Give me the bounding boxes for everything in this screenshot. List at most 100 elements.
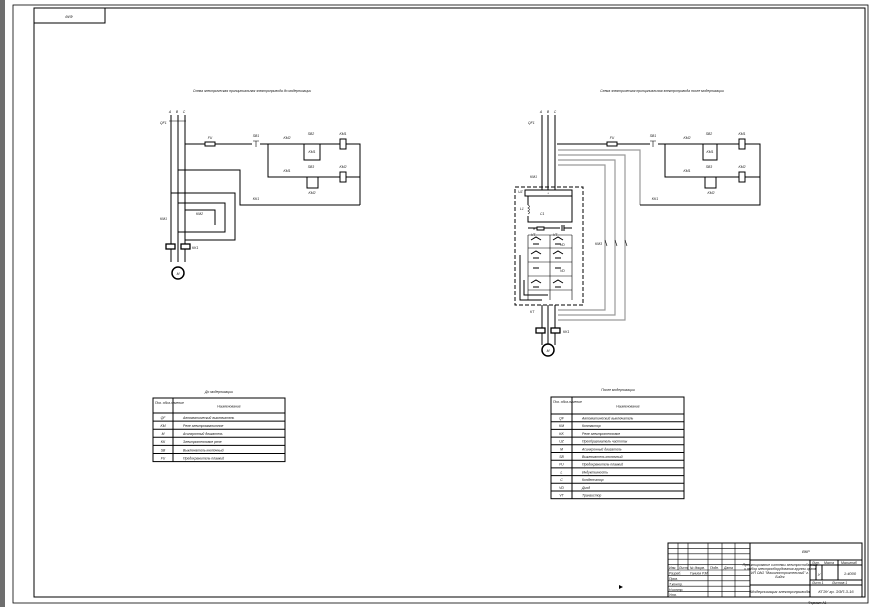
table-header-code: Поз. обоз-начение (155, 401, 184, 405)
kk1-heater-c (180, 243, 191, 250)
phase-a: A (168, 110, 172, 114)
fu-after-label: FU (610, 136, 615, 140)
table-header-name: Наименование (217, 405, 241, 409)
sheets-total: Листов 1 (831, 581, 847, 585)
svg-text:VD: VD (560, 269, 565, 273)
window-edge (0, 0, 5, 607)
scale-header: Масштаб (841, 561, 857, 565)
project-line-1: Проектирование системы электроснабжения (743, 563, 818, 567)
table-cell-code: SB (161, 448, 166, 452)
project-line-4: Бийск (775, 575, 785, 579)
motor-after-icon (541, 343, 555, 357)
qf-label: QF1 (160, 121, 167, 125)
table-cell-code: FU (161, 456, 166, 460)
kk1-heater-a (165, 243, 176, 250)
outer-frame (12, 4, 869, 604)
role-ncontrol: Н.контр. (669, 588, 683, 592)
circuit-before: Схема электрическая принципиальная элект… (160, 89, 361, 280)
fuse-symbol (204, 141, 216, 147)
km1-power-label: KM1 (160, 217, 167, 221)
title-block: ВКР Проектирование системы электроснабже… (667, 542, 863, 598)
kk1-label: KK1 (192, 246, 199, 250)
km1-after-power-label: KM1 (530, 175, 537, 179)
frequency-converter-box (514, 186, 584, 306)
km1-after-contact: KM1 (684, 169, 691, 173)
table-cell-name: Диод (581, 486, 590, 490)
doc-type: ВКР (802, 549, 810, 554)
table-cell-code: KM (160, 424, 165, 428)
developer-name: Ганиев Р.М. (690, 572, 708, 576)
fu-label: FU (208, 136, 213, 140)
table-cell-name: Электротепловое реле (183, 440, 222, 444)
col-doc: № докум. (690, 566, 705, 570)
table-cell-name: Конденсатор (582, 478, 604, 482)
kk1-after-heater-a (535, 327, 546, 334)
km2-after-hold: KM2 (708, 191, 715, 195)
kk1-after-label: KK1 (563, 330, 570, 334)
table-header-name: Наименование (616, 405, 640, 409)
phase-c-after: C (554, 110, 557, 114)
lit-value: У (818, 572, 821, 577)
role-developer: Разраб. (669, 572, 681, 576)
table-cell-name: Выключатель кнопочный (582, 455, 623, 459)
table-cell-code: UZ (559, 440, 564, 444)
table-cell-name: Выключатель кнопочный (183, 448, 224, 452)
after-title: Схема электрическая принципиальная элект… (600, 89, 724, 93)
table-cell-code: VD (559, 486, 564, 490)
motor-before-icon (171, 266, 185, 280)
uz-block (524, 189, 573, 197)
table-cell-name: Преобразователь частоты (582, 440, 628, 444)
before-table-title: До модернизации (204, 390, 233, 394)
km2-coil-label: KM2 (340, 165, 347, 169)
col-date: Дата (723, 566, 733, 570)
transistor-bridge: VT VT VD VD (527, 233, 573, 300)
table-cell-name: Асинхронный двигатель (182, 432, 223, 436)
sheet-number: Лист 1 (811, 581, 824, 585)
table-cell-code: KM (559, 424, 564, 428)
kk1-contact-label: KK1 (253, 197, 260, 201)
resistor-label: R (533, 227, 536, 231)
motor-after-label: M (547, 349, 550, 353)
table-cell-code: C (560, 478, 563, 482)
scale-value: 1:4000 (844, 571, 857, 576)
project-line-3: ИП ОАО "Машиностроительный" г. (751, 571, 809, 575)
table-cell-name: Индуктивность (582, 470, 608, 474)
svg-text:VT: VT (553, 233, 558, 237)
role-checker: Пров. (669, 577, 678, 581)
km1-after-coil-label: KM1 (739, 132, 746, 136)
kt-label: KT (530, 310, 535, 314)
km2-contact-label: KM2 (284, 136, 291, 140)
table-header-code: Поз. обоз-начение (553, 400, 582, 404)
sb2-label: SB2 (308, 132, 315, 136)
table-cell-name: Предохранитель плавкий (582, 463, 623, 467)
table-cell-code: M (162, 432, 165, 436)
document-code: КГЭУ гр. ЭЭП-3-16 (818, 589, 854, 594)
phase-b: B (176, 110, 179, 114)
mass-header: Масса (824, 561, 834, 565)
phase-b-after: B (547, 110, 550, 114)
col-izm: Изм. (669, 566, 676, 570)
kk1-after-heater-c (550, 327, 561, 334)
fuse-after-symbol (606, 141, 618, 147)
table-cell-code: QF (559, 417, 565, 421)
table-cell-code: KK (559, 432, 564, 436)
km1-coil (339, 138, 347, 150)
km1-contact-label: KM1 (284, 169, 291, 173)
table-cell-code: QF (161, 416, 167, 420)
table-cell-code: VT (559, 494, 564, 498)
sheet-name: Модернизация электропривода (750, 589, 811, 594)
table-cell-name: Автоматический выключатель (581, 417, 634, 421)
svg-text:*: * (547, 192, 549, 196)
phase-c: C (183, 110, 186, 114)
sb1-label: SB1 (253, 134, 260, 138)
km2-after-contact: KM2 (684, 136, 691, 140)
table-cell-name: Асинхронный двигатель (581, 447, 622, 451)
after-table-title: После модернизации (601, 388, 635, 392)
kk1-after-contact-label: KK1 (652, 197, 659, 201)
table-cell-name: Автоматический выключатель (182, 416, 235, 420)
table-cell-code: SB (559, 455, 564, 459)
km2-coil (339, 171, 347, 183)
format-label: Формат А1 (808, 601, 827, 605)
